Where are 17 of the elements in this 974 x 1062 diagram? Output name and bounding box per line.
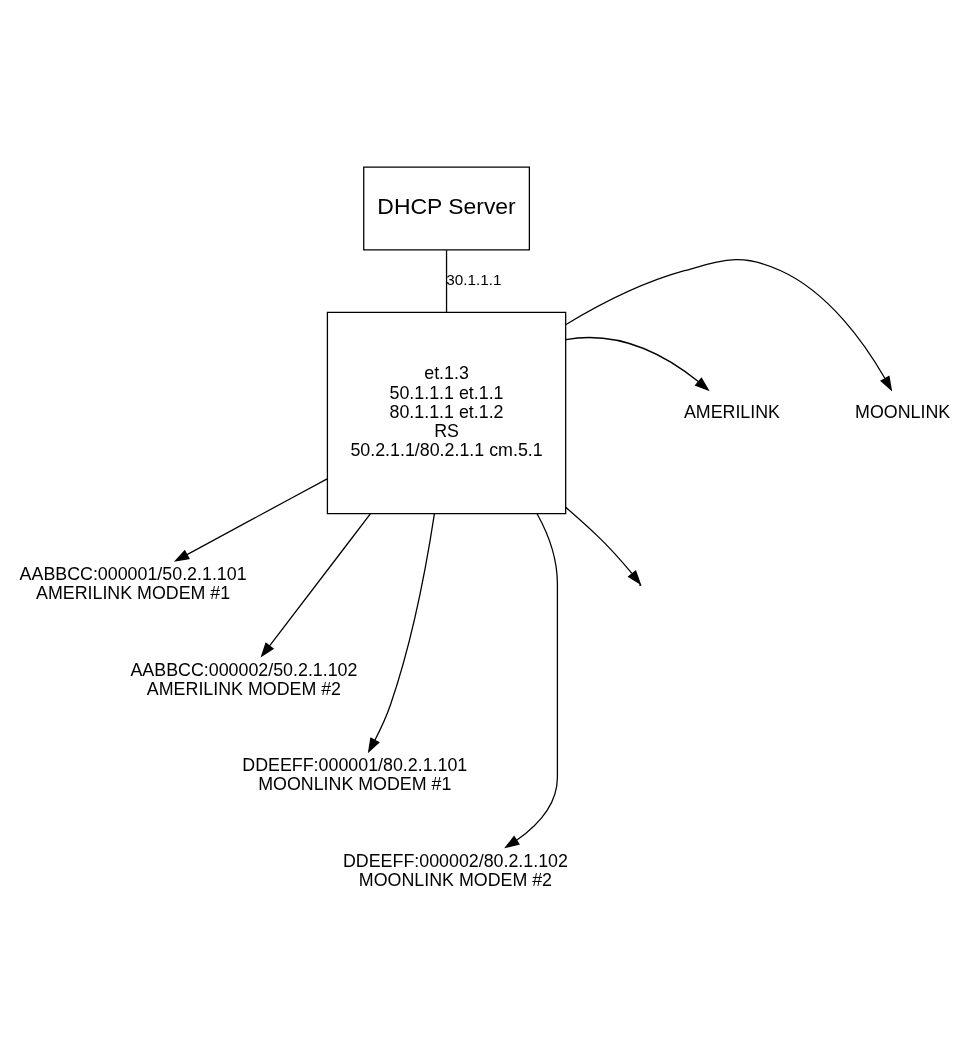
node-text: DDEEFF:000002/80.2.1.102 MOONLINK MODEM #2 bbox=[342, 850, 568, 890]
node-box: et.1.3 50.1.1.1 et.1.1 80.1.1.1 et.1.2 RS 50.2.1.1/80.2.1.1 cm.5.1 bbox=[326, 311, 567, 514]
node-text: MOONLINK bbox=[855, 401, 951, 422]
arrow bbox=[260, 512, 372, 658]
arrow bbox=[173, 477, 328, 562]
arrow bbox=[367, 512, 435, 753]
node-text: AABBCC:000002/50.2.1.102 AMERILINK MODEM #2 bbox=[130, 659, 358, 699]
edge-label: 30.1.1.1 bbox=[446, 270, 502, 288]
node-text: DDEEFF:000001/80.2.1.101 MOONLINK MODEM #1 bbox=[242, 754, 468, 794]
arrow bbox=[565, 506, 642, 585]
connector bbox=[445, 249, 448, 313]
arrow bbox=[565, 336, 710, 391]
node-text: AABBCC:000001/50.2.1.101 AMERILINK MODEM #1 bbox=[19, 563, 247, 603]
arrow bbox=[565, 258, 893, 391]
arrow bbox=[504, 512, 559, 848]
node-box: DHCP Server bbox=[363, 165, 530, 251]
node-text: AMERILINK bbox=[683, 401, 781, 422]
